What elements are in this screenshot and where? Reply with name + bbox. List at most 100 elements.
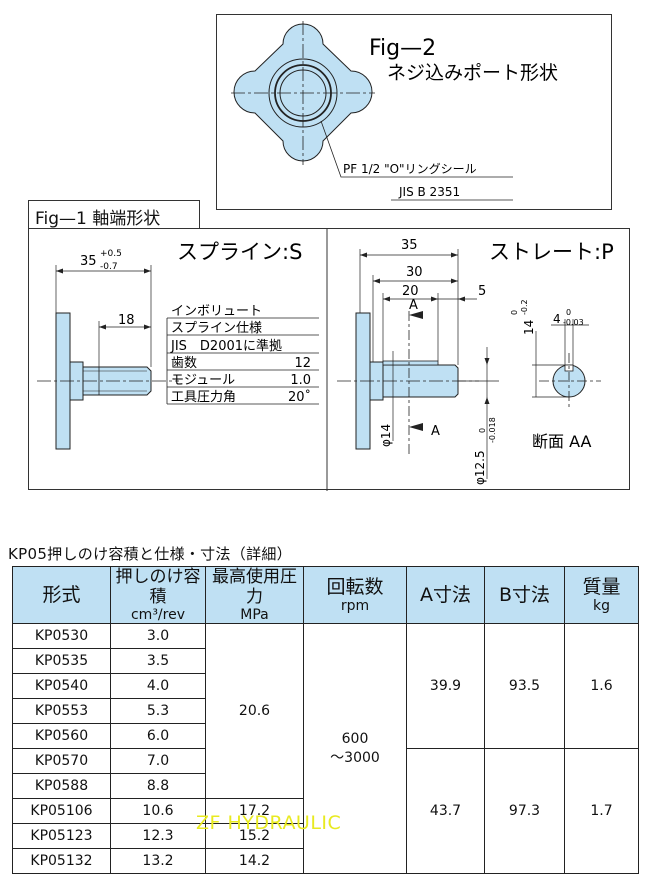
section-mark-bottom: A	[431, 424, 440, 439]
b-dim-cell: 93.5	[484, 623, 565, 749]
spline-length-18: 18	[118, 313, 135, 328]
speed-cell: 600 ～3000	[303, 623, 407, 874]
fig1-tab-label: Fig—1 軸端形状	[35, 209, 161, 229]
spec-row-5-label: モジュール	[171, 373, 235, 388]
fig1-frame: スプライン:S 35 +0.5 -0.7 18 インボリュート スプライン仕様 …	[28, 228, 630, 491]
model-cell: KP0570	[12, 748, 111, 774]
key-width-dim: 4	[553, 312, 561, 326]
straight-body	[382, 364, 459, 398]
displacement-cell: 10.6	[110, 798, 206, 824]
displacement-cell: 7.0	[110, 748, 206, 774]
spec-row-4-value: 12	[294, 356, 311, 371]
fig2-frame: Fig—2 ネジ込みポート形状 PF 1/2 "O"リングシール JIS B 2…	[216, 14, 612, 210]
table-row: KP05132 13.2 14.2	[12, 848, 639, 874]
key-width-tol-lower: -0.03	[563, 318, 584, 327]
displacement-cell: 4.0	[110, 673, 206, 699]
spec-row-6-label: 工具圧力角	[171, 390, 236, 405]
straight-dim-dia14: φ14	[379, 424, 393, 447]
model-cell: KP0553	[12, 698, 111, 724]
model-cell: KP05106	[12, 798, 111, 824]
model-cell: KP0560	[12, 723, 111, 749]
model-cell: KP0540	[12, 673, 111, 699]
a-dim-cell: 43.7	[406, 748, 485, 874]
mass-cell: 1.7	[564, 748, 639, 874]
watermark: ZF HYDRAULIC	[196, 812, 342, 834]
straight-dim-dia125: φ12.5	[473, 450, 487, 485]
key-height-dim: 14	[522, 320, 536, 335]
displacement-cell: 3.0	[110, 623, 206, 649]
pressure-cell: 17.2	[205, 798, 304, 824]
spline-length-tol-minus: -0.7	[100, 262, 118, 272]
speed-line-2: ～3000	[330, 749, 380, 766]
model-cell: KP05132	[12, 848, 111, 874]
table-row: KP0560 6.0	[12, 723, 639, 749]
straight-key	[382, 360, 439, 366]
leader-line	[320, 120, 513, 178]
key-width-tol-upper: 0	[566, 308, 571, 317]
key-height-tol-upper: 0	[510, 310, 519, 315]
fig2-drawing: Fig—2 ネジ込みポート形状 PF 1/2 "O"リングシール JIS B 2…	[231, 21, 558, 201]
table-row: KP0535 3.5	[12, 648, 639, 674]
straight-shaft-drawing	[337, 249, 601, 479]
table-row: KP0530 3.0 20.6 600 ～3000 39.9 93.5 1.6	[12, 623, 639, 874]
straight-dim-30: 30	[406, 265, 423, 280]
header-a-dim: A寸法	[406, 566, 485, 624]
a-dim-cell: 39.9	[406, 623, 485, 749]
fig1-tab: Fig—1 軸端形状	[28, 200, 200, 229]
spec-row-6-value: 20˚	[288, 389, 311, 405]
fig1-drawing: スプライン:S 35 +0.5 -0.7 18 インボリュート スプライン仕様 …	[37, 229, 614, 491]
table-row: KP0553 5.3	[12, 698, 639, 724]
table-row: KP05106 10.6 17.2	[12, 798, 639, 824]
displacement-cell: 3.5	[110, 648, 206, 674]
spline-shaft-drawing	[37, 265, 319, 450]
key-height-tol-lower: -0.2	[520, 299, 529, 315]
spec-row-5-value: 1.0	[290, 373, 311, 388]
displacement-cell: 13.2	[110, 848, 206, 874]
mass-cell: 1.6	[564, 623, 639, 749]
jis-standard-label: JIS B 2351	[398, 185, 460, 199]
pressure-cell: 15.2	[205, 823, 304, 849]
section-mark-top: A	[409, 298, 418, 313]
speed-line-1: 600	[341, 730, 369, 747]
fig2-subtitle: ネジ込みポート形状	[387, 62, 558, 84]
b-dim-cell: 97.3	[484, 748, 565, 874]
spline-title: スプライン:S	[177, 240, 302, 264]
model-cell: KP0530	[12, 623, 111, 649]
displacement-cell: 12.3	[110, 823, 206, 849]
model-cell: KP0588	[12, 773, 111, 799]
table-row: KP0570 7.0 43.7 97.3 1.7	[12, 748, 639, 874]
displacement-cell: 5.3	[110, 698, 206, 724]
straight-dim-20: 20	[402, 284, 419, 299]
spec-row-2: スプライン仕様	[171, 321, 262, 336]
straight-dim-35: 35	[401, 238, 418, 253]
fig2-title: Fig—2	[369, 36, 436, 61]
table-title: KP05押しのけ容積と仕様・寸法（詳細）	[8, 545, 292, 563]
header-b-dim: B寸法	[484, 566, 565, 624]
displacement-cell: 6.0	[110, 723, 206, 749]
spec-row-3: JIS D2001に準拠	[170, 338, 282, 354]
spec-row-1: インボリュート	[171, 304, 262, 319]
table-row: KP05123 12.3 15.2	[12, 823, 639, 849]
header-model: 形式	[12, 566, 111, 624]
spec-row-4-label: 歯数	[171, 356, 197, 371]
model-cell: KP0535	[12, 648, 111, 674]
pressure-cell-group: 20.6	[205, 623, 304, 799]
table-row: KP0588 8.8	[12, 773, 639, 799]
straight-dim-5: 5	[478, 284, 486, 299]
straight-title: ストレート:P	[489, 240, 614, 264]
spline-length-tol-plus: +0.5	[100, 249, 122, 259]
dia125-tol-lower: -0.018	[488, 417, 497, 443]
spline-length-dim: 35	[80, 254, 97, 269]
section-aa-label: 断面 AA	[532, 432, 591, 451]
model-cell: KP05123	[12, 823, 111, 849]
dia125-tol-upper: 0	[478, 428, 487, 433]
displacement-cell: 8.8	[110, 773, 206, 799]
oring-seal-label: PF 1/2 "O"リングシール	[343, 162, 477, 176]
pressure-cell: 14.2	[205, 848, 304, 874]
